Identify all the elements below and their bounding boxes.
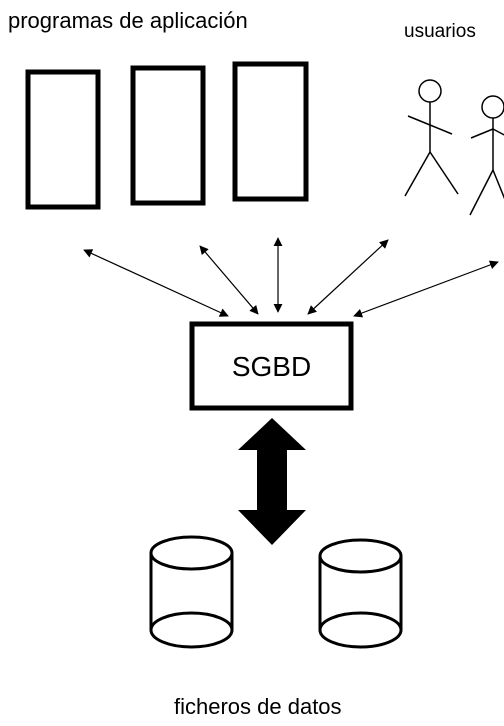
application-program-box [25,69,101,210]
user-figure [404,79,459,197]
data-access-arrow [238,418,306,545]
dbms-box: SGBD [189,321,354,411]
data-file-cylinder [318,538,403,649]
data-files-label: ficheros de datos [174,694,342,719]
user-connection-arrow [353,260,499,318]
program-connection-arrow [199,245,259,315]
program-connection-arrow [83,249,229,317]
data-file-cylinder [149,535,234,649]
application-program-box [232,61,309,202]
programs-label: programas de aplicación [8,8,248,33]
users-label: usuarios [404,21,476,42]
user-figure [469,95,504,216]
dbms-label: SGBD [232,351,311,382]
application-program-box [130,65,206,206]
user-connection-arrow [307,239,389,315]
